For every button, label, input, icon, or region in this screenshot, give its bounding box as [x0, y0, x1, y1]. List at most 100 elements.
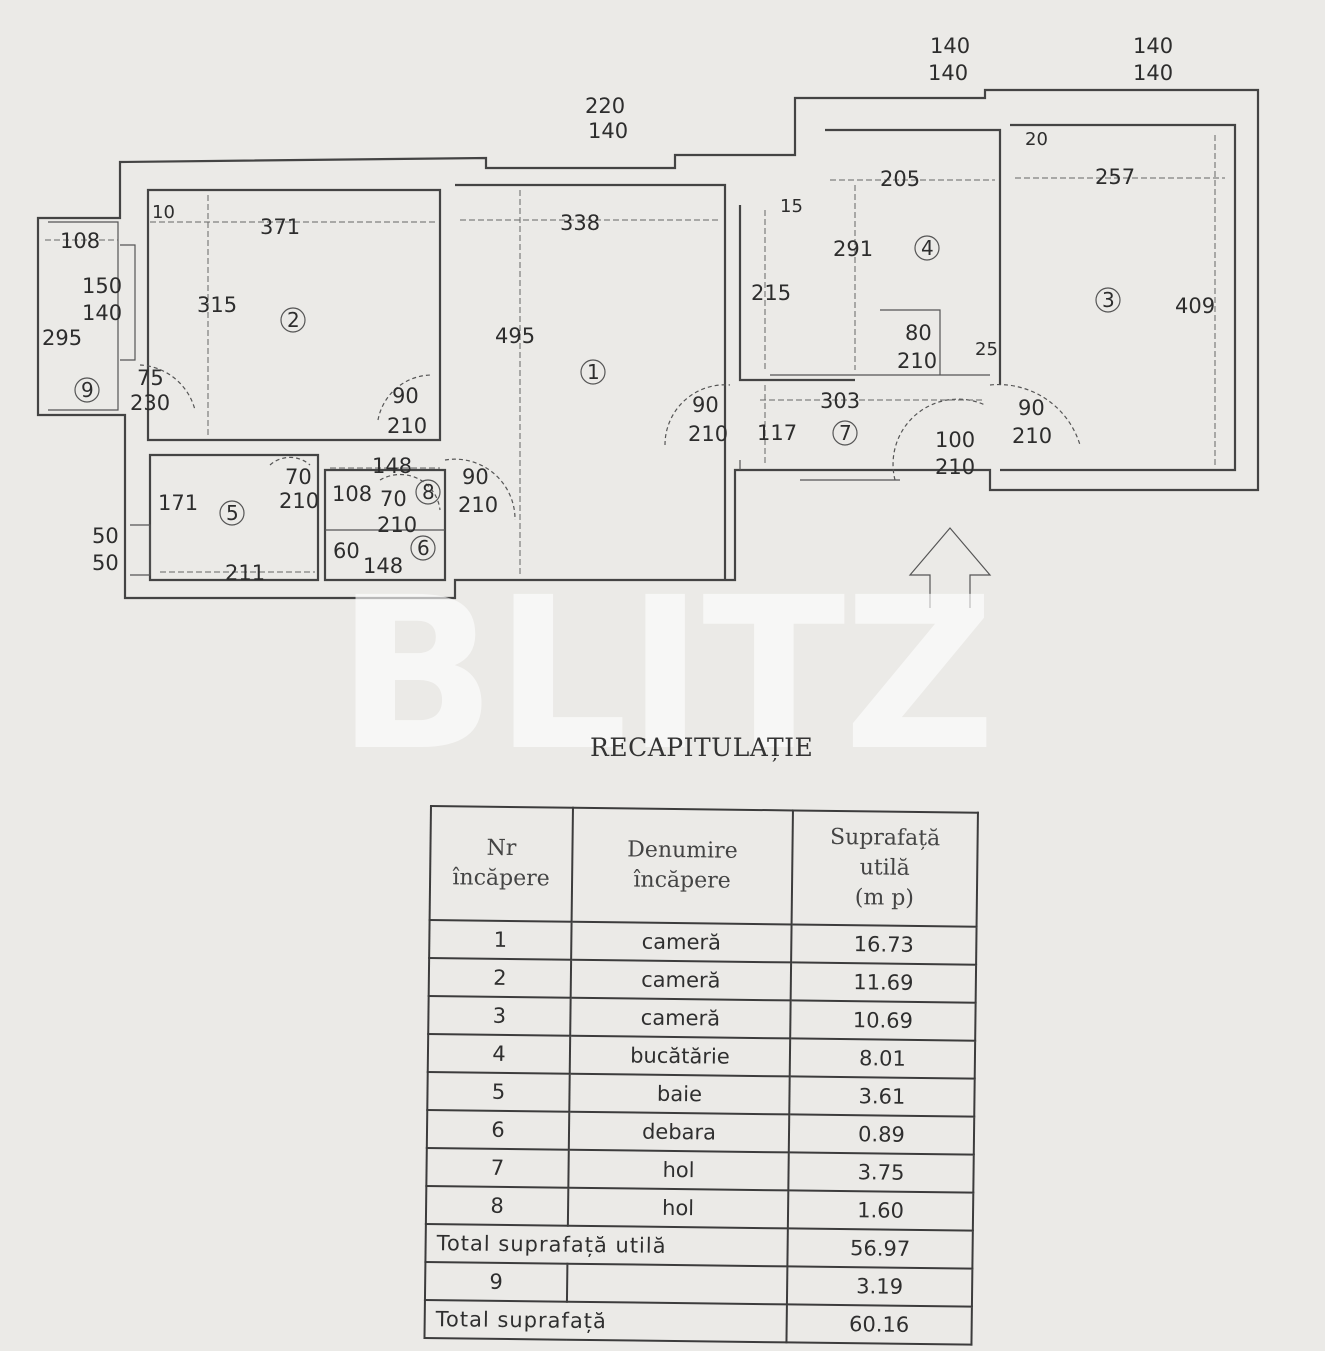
dim-room9-height: 295 [42, 326, 82, 350]
row-area: 8.01 [789, 1038, 976, 1079]
room-number-7: 7 [839, 421, 852, 445]
table-row: 5 baie 3.61 [427, 1071, 975, 1117]
dim-tiny-a: 10 [152, 202, 175, 223]
dim-storage-door-bottom: 210 [377, 513, 417, 537]
row-nr: 3 [428, 995, 571, 1036]
dim-room9-door-top: 75 [137, 366, 164, 390]
dim-top-left-window: 108 [60, 229, 100, 253]
row-name: baie [569, 1073, 790, 1115]
dim-entrance-door-bottom: 210 [935, 455, 975, 479]
dim-room2-height: 315 [197, 293, 237, 317]
table-row: 3 cameră 10.69 [428, 995, 976, 1041]
dim-bath-door-bottom: 210 [279, 489, 319, 513]
dim-bath-window-bottom: 50 [92, 551, 119, 575]
recap-header-row: Nr încăpere Denumire încăpere Suprafață … [429, 806, 978, 927]
dim-room3-window-bottom: 140 [1133, 61, 1173, 85]
dim-hall8-width: 148 [372, 454, 412, 478]
door-swings [139, 364, 1081, 521]
row-name: hol [568, 1149, 789, 1191]
dim-room1-door-bottom: 210 [458, 493, 498, 517]
dim-room3-height: 409 [1175, 294, 1215, 318]
dim-room4-window-top: 140 [930, 34, 970, 58]
row-nr: 6 [426, 1109, 570, 1150]
outer-walls [36, 88, 1260, 600]
total-util-row: Total suprafață utilă 56.97 [425, 1223, 973, 1269]
entrance-arrow-icon [908, 527, 992, 608]
room-number-6: 6 [417, 536, 430, 560]
room-number-2: 2 [287, 308, 300, 332]
dim-room3-door-top: 90 [1018, 396, 1045, 420]
dim-room2-door-top: 90 [392, 384, 419, 408]
dim-room1-door-top: 90 [462, 465, 489, 489]
dim-room2-door-bottom: 210 [387, 414, 427, 438]
dim-hall-height: 117 [757, 421, 797, 445]
dim-bath-window-top: 50 [92, 524, 119, 548]
dim-balcony-window-top: 220 [585, 94, 625, 118]
dim-room3-door-bottom: 210 [1012, 424, 1052, 448]
table-row: 7 hol 3.75 [426, 1147, 974, 1193]
room-number-3: 3 [1102, 288, 1115, 312]
total-util-value: 56.97 [787, 1228, 973, 1269]
room-number-1: 1 [587, 360, 600, 384]
row-area: 10.69 [790, 1000, 976, 1041]
dim-room4-window-bottom: 140 [928, 61, 968, 85]
dim-balcony-window-bottom: 140 [588, 119, 628, 143]
row-nr: 8 [425, 1185, 569, 1226]
dim-bath-height: 171 [158, 491, 198, 515]
row-area: 1.60 [787, 1190, 974, 1231]
recap-table: Nr încăpere Denumire încăpere Suprafață … [423, 805, 978, 1346]
row-area: 3.75 [788, 1152, 974, 1193]
dimension-lines [45, 135, 1225, 575]
row-name: cameră [570, 959, 792, 1001]
header-nr: Nr încăpere [429, 806, 573, 922]
room-number-9: 9 [81, 378, 94, 402]
row-area: 3.61 [789, 1076, 975, 1117]
dim-storage-left: 60 [333, 539, 360, 563]
dim-room4-width: 205 [880, 167, 920, 191]
room-number-4: 4 [921, 236, 934, 260]
dim-entrance-door-top: 100 [935, 428, 975, 452]
dim-tiny-b: 20 [1025, 129, 1048, 150]
dim-hall8-height: 108 [332, 482, 372, 506]
row-area: 3.19 [786, 1266, 973, 1307]
dim-room4-sub-height: 215 [751, 281, 791, 305]
table-row: 6 debara 0.89 [426, 1109, 975, 1155]
dim-hall-door-left-top: 90 [692, 393, 719, 417]
dim-room1-height: 495 [495, 324, 535, 348]
table-row: 1 cameră 16.73 [429, 920, 977, 965]
row-nr: 9 [424, 1261, 568, 1302]
row-area: 0.89 [788, 1114, 975, 1155]
total-row: Total suprafață 60.16 [424, 1299, 972, 1345]
row-nr: 2 [428, 958, 572, 998]
room-numbers: 2 1 4 3 9 5 7 8 6 [74, 235, 1121, 561]
row-nr: 1 [429, 920, 572, 960]
row-name: cameră [571, 921, 792, 963]
dimension-labels: 108 371 338 205 257 220 140 140 140 140 … [42, 34, 1215, 585]
dim-hall-width: 303 [820, 389, 860, 413]
row-name: cameră [570, 997, 791, 1039]
dim-room4-door-bottom: 210 [897, 349, 937, 373]
row-name: hol [567, 1187, 789, 1229]
row-area: 16.73 [791, 924, 977, 965]
dim-room9-door-bottom: 230 [130, 391, 170, 415]
total-label: Total suprafață [424, 1299, 787, 1343]
table-row: 8 hol 1.60 [425, 1185, 974, 1231]
dim-tiny-d: 15 [780, 196, 803, 217]
table-row: 2 cameră 11.69 [428, 958, 977, 1003]
room-number-5: 5 [226, 501, 239, 525]
header-name: Denumire încăpere [571, 807, 793, 925]
row-nr: 4 [427, 1033, 571, 1074]
dim-bath-door-top: 70 [285, 465, 312, 489]
dim-hall-door-left-bottom: 210 [688, 422, 728, 446]
total-value: 60.16 [786, 1304, 972, 1345]
row-nr: 5 [427, 1071, 570, 1112]
dim-room3-width: 257 [1095, 165, 1135, 189]
row-nr: 7 [426, 1147, 569, 1188]
total-util-label: Total suprafață utilă [425, 1223, 788, 1267]
dim-room9-window-bottom: 140 [82, 301, 122, 325]
dim-room9-window-top: 150 [82, 274, 122, 298]
dim-tiny-c: 25 [975, 339, 998, 360]
dim-room3-window-top: 140 [1133, 34, 1173, 58]
row-name [566, 1263, 788, 1305]
dim-room2-width: 371 [260, 215, 300, 239]
